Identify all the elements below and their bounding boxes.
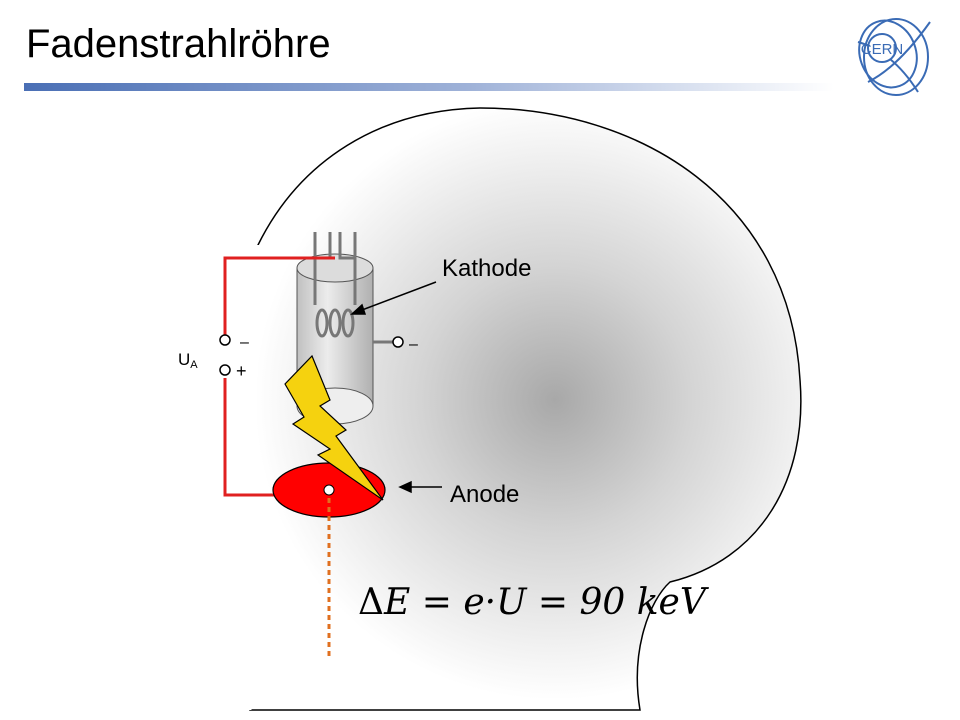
slide-title: Fadenstrahlröhre	[26, 22, 331, 66]
tube-glass-outline	[249, 107, 802, 711]
terminal-plus	[219, 364, 231, 376]
terminal-minus	[219, 334, 231, 346]
title-underline-bar	[24, 83, 834, 91]
voltage-label-main: U	[178, 350, 191, 369]
anode-arrow	[398, 480, 442, 494]
voltage-label: UA	[178, 350, 198, 371]
heater-terminal	[392, 336, 404, 348]
kathode-label: Kathode	[442, 255, 532, 282]
circuit-wires	[223, 256, 335, 497]
formula-text: E = e·U = 90 keV	[384, 582, 706, 623]
terminal-minus-sign: –	[240, 334, 249, 351]
anode-label: Anode	[450, 481, 520, 508]
formula-delta: Δ	[358, 582, 384, 623]
lightning-bolt-icon	[284, 354, 384, 501]
tube-left-edge	[248, 244, 260, 711]
energy-formula: ΔE = e·U = 90 keV	[358, 582, 706, 623]
terminal-plus-sign: +	[236, 361, 247, 381]
cern-logo: CERN	[857, 18, 931, 96]
kathode-arrow	[350, 281, 437, 315]
anode-hole	[323, 484, 335, 496]
cern-logo-text: CERN	[861, 41, 904, 58]
heater-terminal-sign: –	[409, 336, 418, 353]
voltage-label-sub: A	[190, 359, 198, 371]
